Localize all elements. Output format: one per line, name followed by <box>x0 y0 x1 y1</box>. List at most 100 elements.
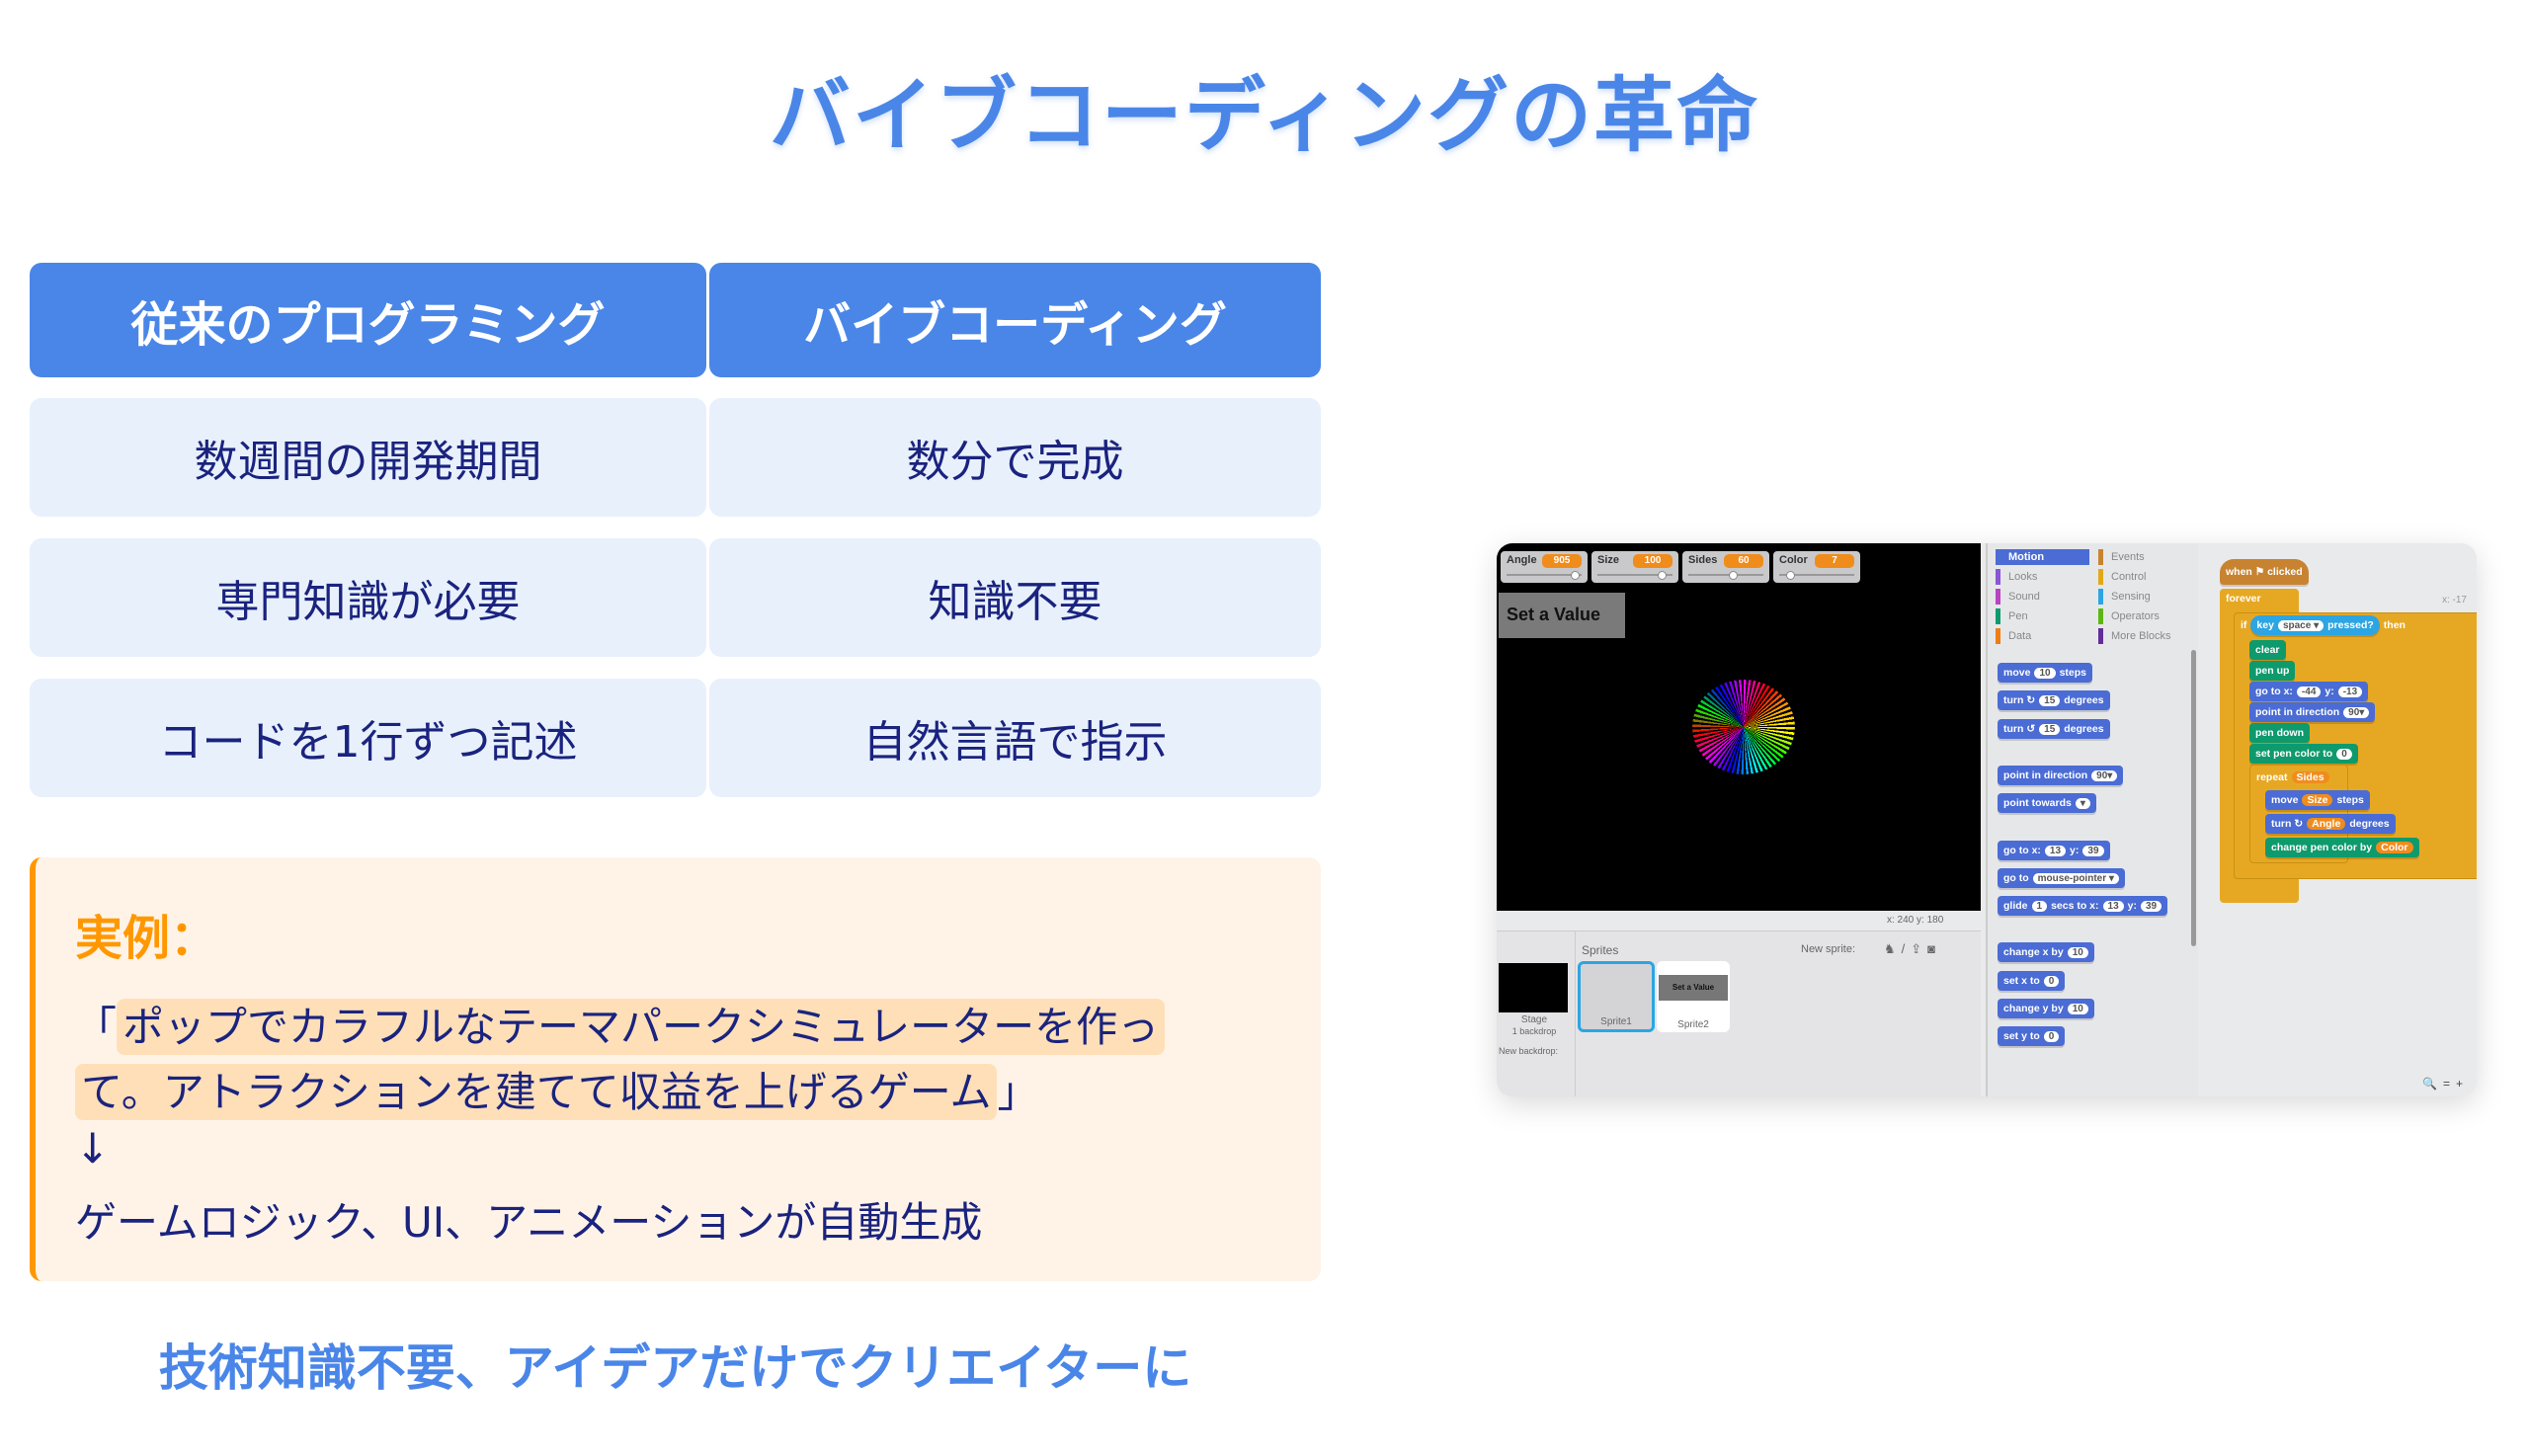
block-input[interactable]: 15 <box>2039 694 2061 706</box>
table-cell: コードを1行ずつ記述 <box>30 679 706 797</box>
slider-knob[interactable] <box>1728 571 1738 580</box>
category-data[interactable]: Data <box>1996 628 2031 644</box>
block-text: degrees <box>2064 694 2104 706</box>
block-input[interactable]: Color <box>2376 842 2413 853</box>
page-title: バイブコーディングの革命 <box>769 69 1760 163</box>
block-input[interactable]: -44 <box>2296 686 2322 697</box>
zoom-controls[interactable]: 🔍=+ <box>2422 1077 2469 1091</box>
slider-knob[interactable] <box>1570 571 1580 580</box>
open-quote: 「 <box>75 1003 118 1051</box>
block-input[interactable]: 0 <box>2043 975 2060 987</box>
block-input[interactable]: Angle <box>2307 818 2346 830</box>
block-text: set x to <box>2003 975 2040 987</box>
block-input[interactable]: mouse-pointer ▾ <box>2032 872 2119 884</box>
when-flag-clicked-block[interactable]: when ⚑ clicked <box>2220 559 2309 585</box>
block-input[interactable]: 15 <box>2039 723 2061 735</box>
block-text: turn ↺ <box>2003 723 2036 735</box>
block-input[interactable]: space ▾ <box>2277 619 2325 631</box>
slider-knob[interactable] <box>1658 571 1668 580</box>
palette-block[interactable]: point towards▾ <box>1998 793 2096 813</box>
block-text: pen down <box>2255 727 2304 739</box>
sprite2-thumbnail[interactable]: Set a Value Sprite2 <box>1657 961 1730 1032</box>
category-sensing[interactable]: Sensing <box>2098 589 2151 605</box>
variable-monitor[interactable]: Angle 905 <box>1501 551 1588 583</box>
new-sprite-icons[interactable]: ♞/⇪◙ <box>1884 941 1942 956</box>
block-text: steps <box>2059 667 2086 679</box>
block-input[interactable]: 90▾ <box>2091 769 2118 781</box>
block-text: move <box>2271 794 2299 806</box>
block-text: go to x: <box>2003 845 2041 856</box>
block-input[interactable]: 10 <box>2034 667 2056 679</box>
block-input[interactable]: -13 <box>2337 686 2363 697</box>
monitor-slider[interactable] <box>1779 574 1854 576</box>
monitor-value: 905 <box>1542 554 1582 568</box>
block-input[interactable]: 39 <box>2141 900 2162 912</box>
block-input[interactable]: Size <box>2302 794 2333 806</box>
category-pen[interactable]: Pen <box>1996 608 2028 624</box>
block-input[interactable]: 0 <box>2336 748 2352 760</box>
block-input[interactable]: 39 <box>2082 845 2104 856</box>
script-block[interactable]: pen down <box>2249 723 2310 743</box>
block-input[interactable]: 10 <box>2067 1003 2088 1014</box>
category-more-blocks[interactable]: More Blocks <box>2098 628 2171 644</box>
palette-scrollbar[interactable] <box>2191 650 2196 946</box>
block-input[interactable]: 1 <box>2031 900 2048 912</box>
category-sound[interactable]: Sound <box>1996 589 2040 605</box>
example-result: ゲームロジック、UI、アニメーションが自動生成 <box>75 1198 983 1247</box>
monitor-label: Angle <box>1507 554 1537 566</box>
category-events[interactable]: Events <box>2098 549 2145 565</box>
stage-thumbnail[interactable] <box>1499 963 1568 1012</box>
monitor-slider[interactable] <box>1597 574 1672 576</box>
block-input[interactable]: Sides <box>2291 771 2329 783</box>
category-operators[interactable]: Operators <box>2098 608 2160 624</box>
then-label: then <box>2383 619 2406 631</box>
category-motion[interactable]: Motion <box>1996 549 2089 565</box>
block-text: turn ↻ <box>2003 694 2036 706</box>
block-text: degrees <box>2349 818 2390 830</box>
slider-knob[interactable] <box>1785 571 1795 580</box>
block-input[interactable]: 10 <box>2067 946 2088 958</box>
block-input[interactable]: 13 <box>2044 845 2067 856</box>
script-block[interactable]: clear <box>2249 640 2286 660</box>
monitor-slider[interactable] <box>1688 574 1763 576</box>
block-text: key <box>2256 619 2274 631</box>
block-text: set pen color to <box>2255 748 2333 760</box>
monitor-slider[interactable] <box>1507 574 1582 576</box>
block-input[interactable]: 90▾ <box>2343 706 2370 718</box>
block-text: repeat <box>2256 771 2288 783</box>
block-text: y: <box>2070 845 2080 856</box>
block-input[interactable]: 0 <box>2043 1030 2060 1042</box>
sprite1-thumbnail[interactable]: Sprite1 <box>1578 961 1655 1032</box>
category-control[interactable]: Control <box>2098 569 2146 585</box>
down-arrow-icon: ↓ <box>75 1124 111 1173</box>
category-looks[interactable]: Looks <box>1996 569 2037 585</box>
block-text: y: <box>2325 686 2334 697</box>
block-input[interactable]: ▾ <box>2075 797 2090 809</box>
script-block[interactable]: pen up <box>2249 661 2296 681</box>
stage-label: Stage <box>1520 1014 1548 1025</box>
block-input[interactable]: 13 <box>2102 900 2124 912</box>
